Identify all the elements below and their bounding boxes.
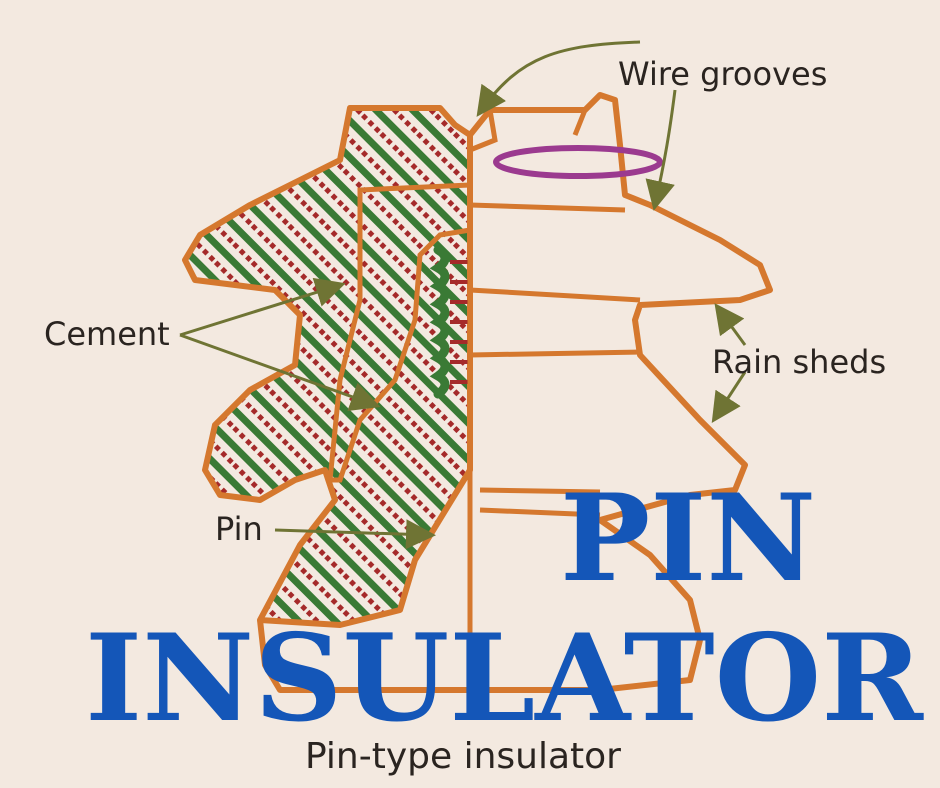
rain-sheds-arrow-lower <box>711 371 747 424</box>
label-pin: Pin <box>215 510 263 548</box>
wire-grooves-arrow-top <box>476 40 641 117</box>
wire-ring <box>493 145 663 179</box>
title-line2: INSULATOR <box>85 608 924 749</box>
cement-arrow-lower <box>179 333 381 412</box>
cement-arrow-upper <box>179 277 346 337</box>
label-rain-sheds: Rain sheds <box>712 343 886 381</box>
rain-sheds-arrow-upper <box>714 303 747 346</box>
label-wire-grooves: Wire grooves <box>618 55 827 93</box>
caption: Pin-type insulator <box>305 736 621 777</box>
title-line1: PIN <box>560 468 816 609</box>
pin-thread <box>429 245 450 399</box>
insulator-outer-profile <box>257 92 773 693</box>
label-cement: Cement <box>44 315 170 353</box>
pin-arrow <box>274 519 436 550</box>
wire-grooves-arrow-right <box>645 89 677 211</box>
